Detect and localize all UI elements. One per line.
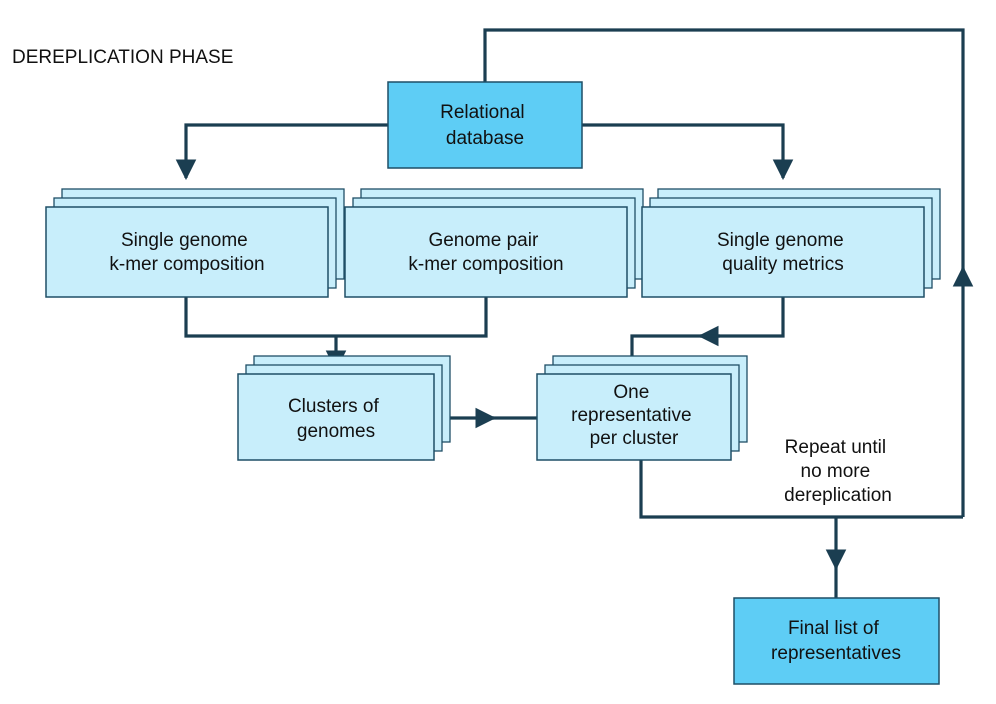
svg-text:Clusters of genomes: Clusters of genomes	[288, 396, 384, 442]
node-label-line: Clusters of	[288, 396, 380, 417]
svg-text:Final list of representa: Final list of representatives	[771, 618, 901, 664]
node-relational-database: Relational database	[387, 81, 583, 169]
node-label-line: database	[446, 128, 524, 149]
node-one-representative: One representative per cluster	[536, 355, 748, 461]
edge-db-to-single-kmer	[175, 123, 388, 181]
node-label-line: quality metrics	[722, 254, 843, 275]
edge-loop-top-to-db	[483, 28, 965, 270]
svg-text:Single genome k-mer comp: Single genome k-mer composition	[109, 230, 264, 275]
node-clusters-of-genomes: Clusters of genomes	[237, 355, 451, 461]
node-label-line: Final list of	[788, 618, 880, 639]
node-label-line: k-mer composition	[109, 254, 264, 275]
node-genome-pair-kmer: Genome pair k-mer composition	[344, 188, 644, 298]
edge-quality-to-representative	[697, 297, 785, 347]
svg-text:Relational database: Relational database	[440, 102, 530, 149]
node-label-line: Genome pair	[428, 230, 539, 251]
node-label-line: representative	[571, 405, 691, 426]
node-label-line: One	[613, 382, 649, 403]
node-final-list: Final list of representatives	[733, 597, 940, 685]
loop-note-line: no more	[801, 461, 871, 482]
node-label-line: Single genome	[717, 230, 844, 251]
edge-kmer-merge	[184, 297, 488, 338]
svg-text:Single genome quality me: Single genome quality metrics	[717, 230, 849, 275]
node-label-line: per cluster	[590, 428, 679, 449]
phase-title: DEREPLICATION PHASE	[12, 47, 233, 68]
loop-note-line: Repeat until	[785, 437, 886, 458]
svg-text:One representative: One representative per cluster	[571, 382, 697, 449]
edge-db-to-quality	[582, 123, 794, 181]
loop-note: Repeat until no more dereplication	[784, 437, 892, 506]
node-label-line: representatives	[771, 643, 901, 664]
node-label-line: genomes	[297, 421, 375, 442]
node-single-genome-kmer: Single genome k-mer composition	[45, 188, 345, 298]
edge-representative-out	[639, 460, 963, 519]
node-label-line: Relational	[440, 102, 525, 123]
svg-text:Genome pair k-mer compos: Genome pair k-mer composition	[408, 230, 563, 275]
loop-note-line: dereplication	[784, 485, 892, 506]
node-label-line: Single genome	[121, 230, 248, 251]
edges	[175, 28, 974, 598]
node-single-genome-quality: Single genome quality metrics	[641, 188, 941, 298]
node-label-line: k-mer composition	[408, 254, 563, 275]
